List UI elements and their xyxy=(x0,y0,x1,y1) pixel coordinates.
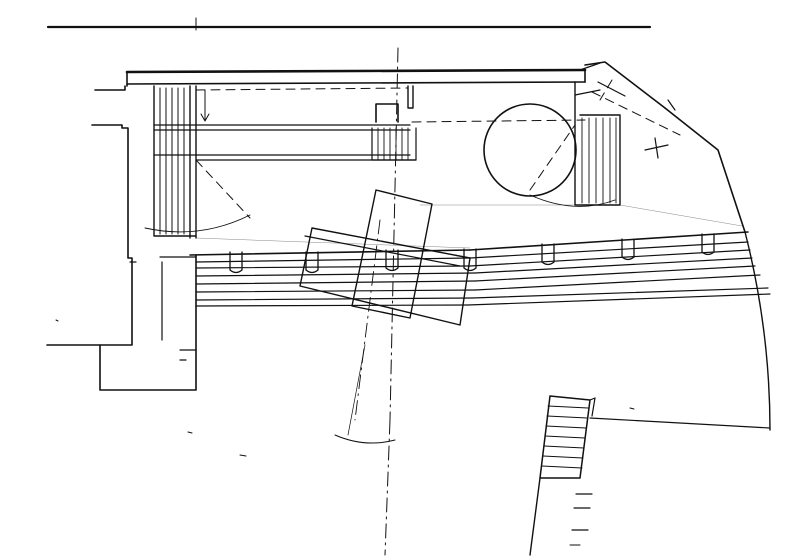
small-mark-left xyxy=(55,319,59,322)
central-axis-lower xyxy=(384,419,391,556)
vertical-arrow xyxy=(200,89,210,122)
small-mark-bottom xyxy=(239,454,247,457)
small-mark-mid xyxy=(187,431,193,434)
terrace-posts xyxy=(229,233,715,274)
lower-right-stairs xyxy=(529,395,596,556)
crosshair-marker xyxy=(644,137,669,159)
terrace-bands-right xyxy=(467,231,771,306)
upper-slab xyxy=(125,62,601,87)
central-axis-dashdot xyxy=(389,47,399,421)
terrace-bands-left xyxy=(189,249,476,307)
left-outer-wall xyxy=(46,85,197,391)
upper-left-stair-block xyxy=(153,85,411,239)
construction-line-3 xyxy=(195,237,471,249)
door-swing-left xyxy=(144,214,251,233)
rotated-rectangle-midline xyxy=(304,235,461,267)
small-mark-right xyxy=(629,407,635,410)
right-sweeping-wall xyxy=(744,231,771,431)
upper-dashed-line-2 xyxy=(411,119,586,123)
lower-diagonal-wall xyxy=(589,417,771,429)
upper-dashed-line xyxy=(195,87,409,91)
upper-middle-stairs xyxy=(195,127,417,161)
right-dashed-short xyxy=(599,79,613,101)
door-leaf-dashed xyxy=(195,159,251,219)
lower-arc xyxy=(334,434,396,444)
circle-swing-arc xyxy=(529,194,616,207)
circle-dashed-diagonal xyxy=(529,124,576,191)
rotated-rectangle-upright xyxy=(351,189,433,319)
construction-line-2 xyxy=(619,204,743,227)
upper-notch xyxy=(375,85,414,123)
secondary-axis-dashdot xyxy=(354,219,381,421)
rotated-rectangle-wide xyxy=(299,227,471,326)
right-outer-wall xyxy=(584,61,746,233)
faint-diagonal xyxy=(347,344,366,436)
right-dashed-diagonal xyxy=(591,91,681,136)
round-feature-circle xyxy=(483,103,577,197)
upper-right-stairs xyxy=(574,81,621,206)
